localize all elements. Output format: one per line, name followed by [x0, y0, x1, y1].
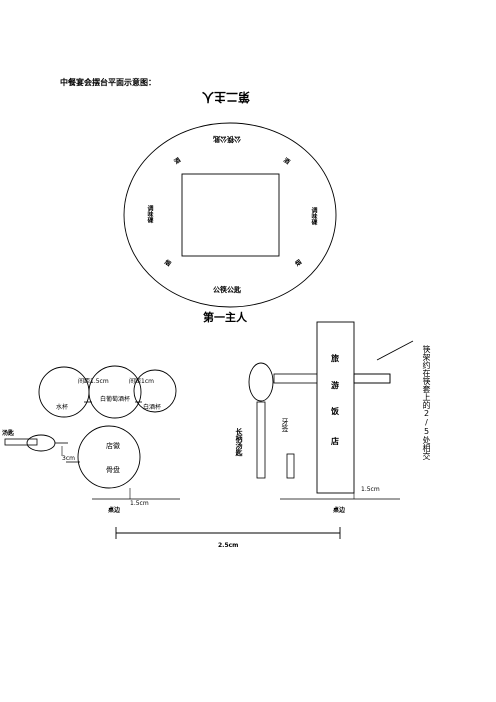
toothpick-label: 牙签	[281, 418, 289, 432]
table-edge-left: 桌边	[108, 507, 121, 514]
soup-spoon-handle	[4, 438, 38, 446]
seasoning-right: 调味碟	[310, 207, 317, 225]
second-host-label: 第二主人	[202, 90, 251, 104]
spacing-2-label: 间距1cm	[129, 378, 154, 385]
seasoning-left: 调味碟	[146, 205, 153, 223]
toothpick-shape	[286, 453, 295, 479]
first-host-label: 第一主人	[203, 311, 247, 324]
liquor-glass-label: 白酒杯	[143, 404, 162, 411]
bone-plate-label: 骨盘	[106, 466, 120, 474]
bone-plate-shape	[77, 425, 141, 489]
round-table	[123, 122, 337, 308]
distance-1cm-label: 1.5cm	[130, 500, 149, 507]
sleeve-char-2: 游	[331, 381, 339, 390]
wine-glass-shape	[88, 365, 142, 419]
sleeve-char-1: 旅	[331, 354, 339, 363]
logo-label: 店徽	[106, 442, 120, 450]
soup-spoon-label: 汤匙	[2, 430, 15, 437]
page-title: 中餐宴会摆台平面示意图：	[60, 78, 156, 87]
sleeve-char-4: 店	[331, 437, 339, 446]
sleeve-char-3: 饭	[331, 407, 339, 416]
chopstick-rest-note: 筷架约在筷套上的2/5处相交	[422, 345, 431, 460]
long-spoon-label: 长柄汤匙	[235, 428, 243, 456]
long-spoon-handle	[256, 401, 266, 479]
liquor-glass-shape	[133, 369, 177, 413]
long-spoon-bowl	[248, 362, 274, 402]
wine-glass-label: 白葡萄酒杯	[100, 396, 131, 403]
center-square	[181, 173, 280, 257]
total-width-label: 2.5cm	[218, 542, 239, 549]
table-edge-right: 桌边	[333, 507, 346, 514]
serving-chopsticks-top: 公筷公匙	[213, 135, 241, 143]
serving-chopsticks-bottom: 公筷公匙	[213, 286, 241, 294]
chopstick-sleeve	[316, 321, 355, 494]
spacing-1-label: 间距1.5cm	[78, 378, 109, 385]
soup-spoon-bowl	[26, 434, 56, 452]
water-glass-label: 水杯	[56, 404, 69, 411]
distance-3cm-label: 3cm	[62, 455, 75, 462]
distance-15cm-label: 1.5cm	[361, 486, 380, 493]
